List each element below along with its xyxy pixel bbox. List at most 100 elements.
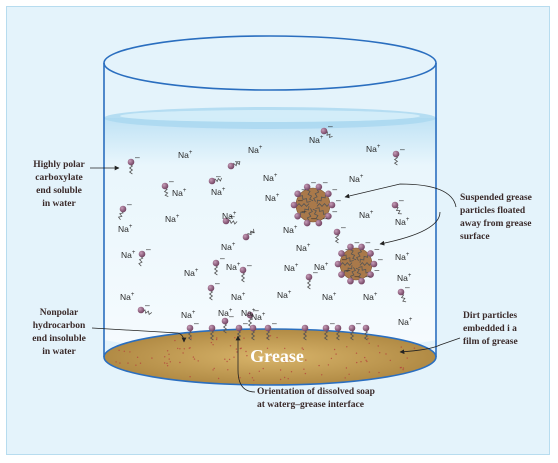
soap-molecule: – [227, 156, 241, 170]
svg-text:Suspended grease: Suspended grease [460, 193, 532, 203]
sodium-ion: Na+ [277, 290, 292, 300]
svg-text:–: – [400, 144, 405, 154]
dirt-speck [193, 358, 196, 360]
soap-molecule: – [222, 211, 238, 225]
particle-soap-molecule: – [334, 254, 353, 268]
sodium-ion: Na+ [284, 263, 299, 273]
interface-soap-molecule [334, 324, 342, 341]
dirt-speck [287, 378, 289, 380]
dirt-speck [197, 360, 199, 362]
nonpolar-end-pointer [91, 327, 187, 343]
soap-molecule: – [391, 195, 404, 215]
dirt-speck [269, 335, 272, 337]
dirt-speck [189, 376, 191, 378]
dirt-speck [163, 362, 166, 364]
particle-soap-molecule: – [347, 267, 359, 285]
dirt-speck [330, 357, 333, 360]
svg-text:Nonpolar: Nonpolar [40, 308, 79, 318]
svg-text:–: – [323, 213, 328, 223]
dirt-speck [284, 360, 286, 362]
particle-soap-molecule: – [312, 208, 328, 227]
dirt-speck [164, 356, 166, 358]
dirt-speck [129, 351, 131, 353]
svg-text:–: – [332, 184, 337, 194]
dirt-speck [212, 369, 214, 371]
dirt-speck [212, 344, 214, 346]
particle-soap-molecule: – [294, 184, 311, 203]
dirt-speck [335, 353, 337, 355]
svg-text:film of grease: film of grease [463, 337, 518, 347]
sodium-ion: Na+ [397, 273, 412, 283]
svg-text:–: – [135, 152, 140, 162]
dirt-speck [365, 359, 367, 361]
suspended-pointer-1 [344, 183, 457, 208]
svg-text:–: – [302, 184, 307, 194]
dirt-speck [239, 377, 241, 379]
soap-molecule: – [127, 152, 140, 175]
dirt-speck [413, 347, 416, 349]
particle-soap-molecule: – [303, 208, 316, 227]
sodium-ion: Na+ [309, 135, 324, 145]
dirt-speck [402, 369, 404, 371]
dirt-speck [215, 338, 218, 341]
svg-text:–: – [341, 222, 346, 232]
svg-text:–: – [405, 282, 410, 292]
sodium-ion: Na+ [322, 292, 337, 302]
grease-label: Grease [250, 346, 304, 366]
svg-text:–: – [194, 318, 199, 328]
sodium-ion: Na+ [231, 292, 246, 302]
soap-molecule: – [208, 171, 222, 185]
svg-text:–: – [354, 237, 359, 247]
svg-text:–: – [229, 311, 234, 321]
sodium-ion: Na+ [359, 210, 374, 220]
particle-soap-molecule: – [356, 237, 371, 261]
sodium-ion: Na+ [178, 150, 193, 160]
dirt-speck [356, 361, 358, 364]
dirt-speck [183, 348, 185, 350]
soap-molecule: – [397, 282, 410, 303]
sodium-ion: Na+ [120, 292, 135, 302]
sodium-ion: Na+ [283, 225, 298, 235]
svg-text:–: – [378, 254, 383, 264]
dirt-speck [344, 377, 346, 379]
sodium-ion: Na+ [349, 174, 364, 184]
svg-text:at waterg–grease interface: at waterg–grease interface [257, 400, 364, 410]
particle-soap-molecule: – [315, 206, 337, 220]
dirt-speck [258, 370, 260, 372]
svg-text:–: – [235, 156, 240, 166]
svg-text:–: – [328, 121, 333, 131]
interface-soap-molecule [362, 324, 370, 341]
dirt-speck [378, 371, 380, 374]
soap-molecule: – [333, 222, 346, 244]
dirt-speck [367, 337, 369, 340]
dirt-speck [213, 367, 215, 370]
dirt-speck [266, 347, 269, 349]
sodium-ion: Na+ [211, 187, 226, 197]
interface-soap-molecule [208, 324, 216, 341]
suspended-particles-label: Suspended grease particles floated away … [460, 193, 532, 242]
dirt-speck [118, 349, 120, 351]
svg-text:–: – [366, 271, 371, 281]
svg-text:–: – [313, 267, 318, 277]
soap-molecule: – [320, 121, 333, 139]
dirt-speck [243, 337, 245, 339]
soap-molecule: – [138, 244, 151, 267]
interface-soap-molecule: – [348, 318, 361, 341]
interface-soap-molecule: – [322, 318, 335, 341]
svg-text:–: – [243, 318, 248, 328]
dirt-speck [285, 361, 287, 363]
dirt-speck [360, 361, 362, 363]
particle-soap-molecule: – [316, 195, 341, 209]
svg-text:end insoluble: end insoluble [32, 334, 86, 344]
dirt-speck [168, 358, 170, 360]
svg-text:–: – [336, 195, 341, 205]
dirt-particles-label: Dirt particles embedded i a film of grea… [463, 311, 518, 347]
svg-text:–: – [356, 318, 361, 328]
dirt-speck [166, 362, 168, 365]
sodium-ion: Na+ [221, 242, 236, 252]
soap-molecule: – [246, 305, 259, 328]
dirt-speck [179, 348, 181, 350]
dirt-speck [321, 374, 323, 376]
soap-molecule: – [117, 199, 132, 221]
soap-molecule: – [161, 176, 174, 197]
